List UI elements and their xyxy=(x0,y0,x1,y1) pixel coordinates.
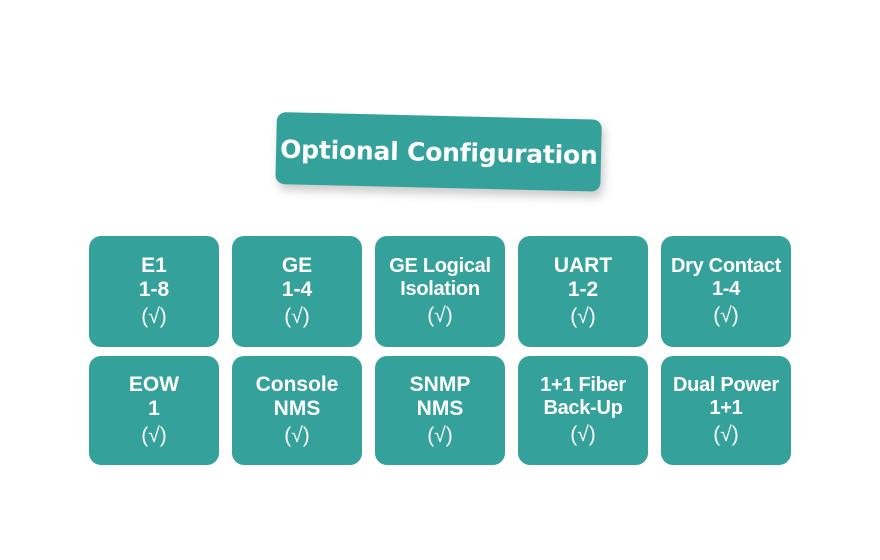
option-cell-text: 1+1 Fiber Back-Up (√) xyxy=(540,374,626,447)
option-detail: 1-2 xyxy=(567,278,599,302)
option-cell-ge-logical-isolation[interactable]: GE Logical Isolation (√) xyxy=(375,236,505,347)
title-banner-container: Optional Configuration xyxy=(275,112,602,192)
option-title: Dry Contact xyxy=(670,254,782,277)
option-status-check: (√) xyxy=(141,423,167,447)
option-status-check: (√) xyxy=(284,423,310,447)
option-cell-e1[interactable]: E1 1-8 (√) xyxy=(89,236,219,347)
title-banner-label: Optional Configuration xyxy=(279,134,598,170)
option-detail: 1-4 xyxy=(281,278,313,302)
option-status-check: (√) xyxy=(141,304,167,328)
option-cell-eow[interactable]: EOW 1 (√) xyxy=(89,356,219,465)
option-cell-text: E1 1-8 (√) xyxy=(139,254,169,330)
option-cell-dry-contact[interactable]: Dry Contact 1-4 (√) xyxy=(661,236,791,347)
option-status-check: (√) xyxy=(427,423,453,447)
option-detail: 1 xyxy=(148,397,160,421)
option-title: SNMP xyxy=(409,372,471,396)
option-status-check: (√) xyxy=(713,303,739,327)
option-status-check: (√) xyxy=(713,422,739,446)
option-cell-ge[interactable]: GE 1-4 (√) xyxy=(232,236,362,347)
option-detail: 1+1 xyxy=(709,397,743,420)
option-detail: NMS xyxy=(416,397,464,421)
option-detail: Isolation xyxy=(400,278,480,301)
option-status-check: (√) xyxy=(284,304,310,328)
option-status-check: (√) xyxy=(427,303,453,327)
title-banner: Optional Configuration xyxy=(275,112,602,192)
option-cell-fiber-backup[interactable]: 1+1 Fiber Back-Up (√) xyxy=(518,356,648,465)
option-title: GE xyxy=(281,253,313,277)
option-cell-uart[interactable]: UART 1-2 (√) xyxy=(518,236,648,347)
option-title: 1+1 Fiber xyxy=(540,373,626,396)
option-cell-text: Dual Power 1+1 (√) xyxy=(673,374,779,447)
option-title: Console xyxy=(255,372,339,396)
option-title: UART xyxy=(553,253,613,277)
option-detail: Back-Up xyxy=(543,397,623,420)
option-title: E1 xyxy=(141,253,167,277)
option-cell-text: UART 1-2 (√) xyxy=(554,254,612,330)
options-grid: E1 1-8 (√) GE 1-4 (√) GE Logical Isolati… xyxy=(89,236,791,465)
option-cell-text: Console NMS (√) xyxy=(256,373,339,449)
option-cell-text: GE 1-4 (√) xyxy=(282,254,312,330)
option-cell-text: EOW 1 (√) xyxy=(129,373,179,449)
option-title: EOW xyxy=(128,372,180,396)
option-cell-console-nms[interactable]: Console NMS (√) xyxy=(232,356,362,465)
option-cell-text: SNMP NMS (√) xyxy=(410,373,471,449)
option-detail: 1-4 xyxy=(711,278,740,301)
options-row-2: EOW 1 (√) Console NMS (√) SNMP NMS (√) xyxy=(89,356,791,465)
option-status-check: (√) xyxy=(570,304,596,328)
option-title: GE Logical xyxy=(389,254,491,277)
option-detail: NMS xyxy=(273,397,321,421)
option-status-check: (√) xyxy=(570,422,596,446)
option-cell-text: GE Logical Isolation (√) xyxy=(389,254,491,328)
option-title: Dual Power xyxy=(673,373,779,396)
option-detail: 1-8 xyxy=(138,278,170,302)
options-row-1: E1 1-8 (√) GE 1-4 (√) GE Logical Isolati… xyxy=(89,236,791,347)
option-cell-snmp-nms[interactable]: SNMP NMS (√) xyxy=(375,356,505,465)
option-cell-text: Dry Contact 1-4 (√) xyxy=(671,255,781,328)
option-cell-dual-power[interactable]: Dual Power 1+1 (√) xyxy=(661,356,791,465)
